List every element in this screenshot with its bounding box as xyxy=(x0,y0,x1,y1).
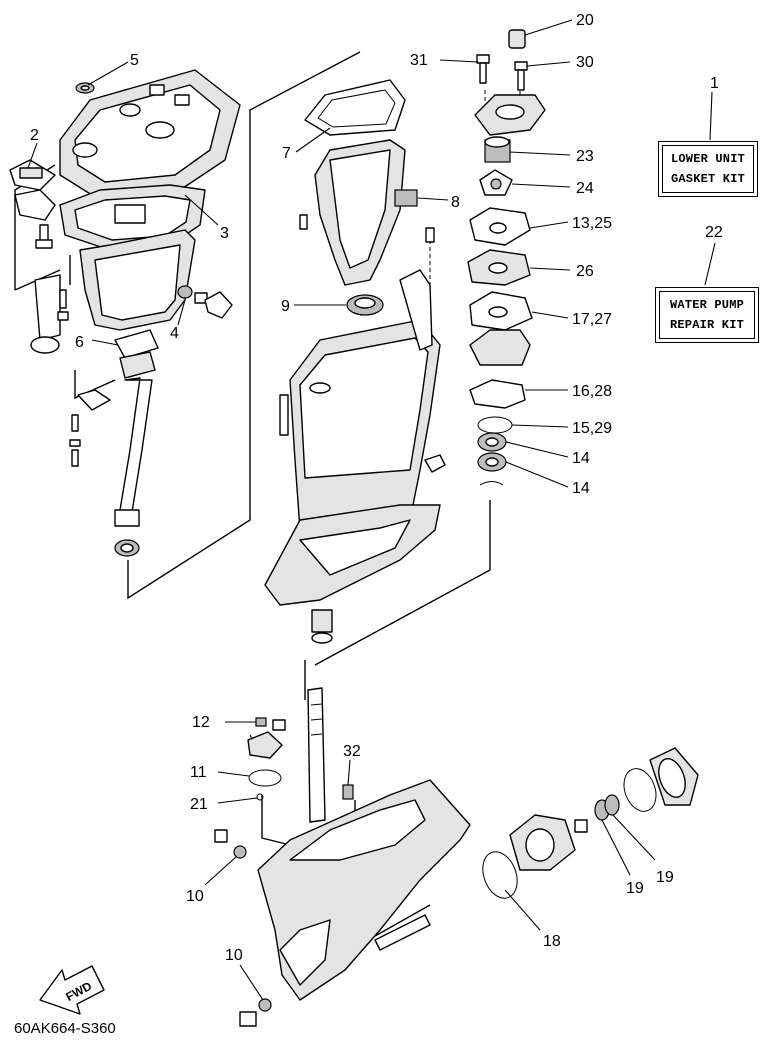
gasket-kit-line1: LOWER UNIT xyxy=(670,152,745,166)
callout-16-28: 16,28 xyxy=(572,383,612,400)
callout-9: 9 xyxy=(281,298,290,315)
callout-26: 26 xyxy=(576,263,594,280)
callout-31: 31 xyxy=(410,52,428,69)
callout-22: 22 xyxy=(705,224,723,241)
lower-unit-gasket-kit-inner: LOWER UNIT GASKET KIT xyxy=(662,145,754,193)
callout-1: 1 xyxy=(710,75,719,92)
callout-11: 11 xyxy=(190,764,207,781)
callout-3: 3 xyxy=(220,225,229,242)
callout-7: 7 xyxy=(282,145,291,162)
callout-15-29: 15,29 xyxy=(572,420,612,437)
leader-lines xyxy=(27,19,716,1001)
callout-2: 2 xyxy=(30,127,39,144)
callout-6: 6 xyxy=(75,334,84,351)
drawing-code: 60AK664-S360 xyxy=(14,1020,116,1037)
water-pump-repair-kit-box: WATER PUMP REPAIR KIT xyxy=(655,287,759,343)
callout-4: 4 xyxy=(170,325,179,342)
callout-20: 20 xyxy=(576,12,594,29)
callout-14-upper: 14 xyxy=(572,450,590,467)
water-pump-group xyxy=(467,29,546,486)
callout-10-lower: 10 xyxy=(225,947,243,964)
callout-5: 5 xyxy=(130,52,139,69)
callout-10-upper: 10 xyxy=(186,888,204,905)
pump-kit-line2: REPAIR KIT xyxy=(669,318,744,332)
callout-17-27: 17,27 xyxy=(572,311,612,328)
callout-23: 23 xyxy=(576,148,594,165)
callout-32: 32 xyxy=(343,743,361,760)
gasket-kit-line2: GASKET KIT xyxy=(670,172,745,186)
water-pump-repair-kit-inner: WATER PUMP REPAIR KIT xyxy=(659,291,755,339)
lower-unit-group xyxy=(214,687,699,1027)
callout-30: 30 xyxy=(576,54,594,71)
callout-14-lower: 14 xyxy=(572,480,590,497)
drive-shaft-housing-group xyxy=(264,79,446,644)
callout-21: 21 xyxy=(190,796,208,813)
lower-unit-gasket-kit-box: LOWER UNIT GASKET KIT xyxy=(658,141,758,197)
upper-casing-group xyxy=(9,69,241,557)
callout-13-25: 13,25 xyxy=(572,215,612,232)
callout-numbers: 5 2 3 4 6 7 8 9 20 31 30 23 24 13,25 26 … xyxy=(30,12,723,964)
forward-direction-arrow: FWD xyxy=(39,965,105,1015)
callout-12: 12 xyxy=(192,714,210,731)
callout-18: 18 xyxy=(543,933,561,950)
callout-8: 8 xyxy=(451,194,460,211)
callout-19-left: 19 xyxy=(626,880,644,897)
callout-24: 24 xyxy=(576,180,594,197)
callout-19-right: 19 xyxy=(656,869,674,886)
pump-kit-line1: WATER PUMP xyxy=(669,298,744,312)
